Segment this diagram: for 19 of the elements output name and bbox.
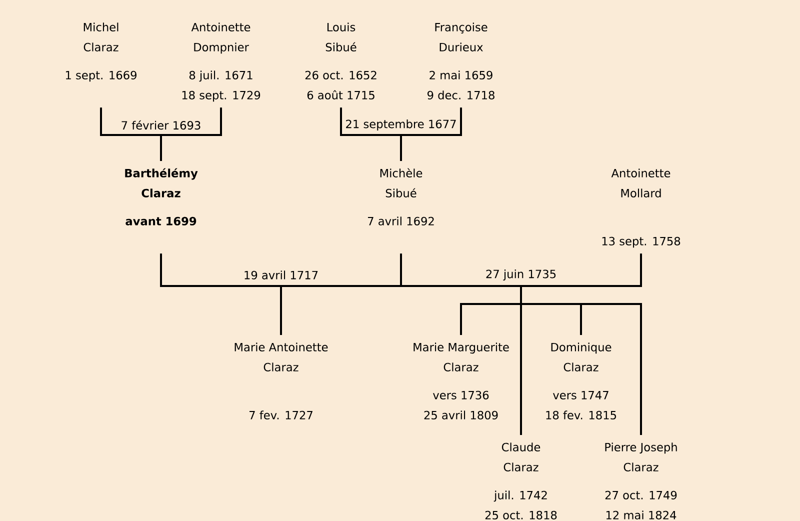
family-line: [160, 254, 642, 435]
person-entry: Antoinette Dompnier 8 juil. 1671 18 sept. 1729: [182, 22, 260, 102]
person-entry: Pierre Joseph Claraz 27 oct. 1749 12 mai 1824: [605, 442, 677, 520]
marriage-date: 7 février 1693: [120, 120, 202, 130]
family-line: [100, 108, 222, 161]
person-entry: Dominique Claraz vers 1747 18 fev. 1815: [546, 342, 616, 420]
marriage-date: 27 juin 1735: [484, 268, 558, 282]
person-entry: Barthélémy Claraz avant 1699: [125, 168, 198, 226]
person-entry: Michel Claraz 1 sept. 1669: [66, 22, 136, 82]
person-entry: Michèle Sibué 7 avril 1692: [368, 168, 434, 226]
marriage-date: 21 septembre 1677: [344, 118, 458, 132]
family-line: [340, 108, 462, 161]
person-entry: Marie Antoinette Claraz 7 fev. 1727: [234, 342, 328, 420]
person-entry: Marie Marguerite Claraz vers 1736 25 avril 1809: [414, 342, 509, 420]
person-entry: Louis Sibué 26 oct. 1652 6 août 1715: [305, 22, 376, 100]
person-entry: Claude Claraz juil. 1742 25 oct. 1818: [485, 442, 557, 520]
person-entry: Antoinette Mollard 13 sept. 1758: [602, 168, 680, 248]
marriage-date: 19 avril 1717: [242, 270, 320, 280]
person-entry: Françoise Durieux 2 mai 1659 9 dec. 1718: [427, 22, 494, 100]
